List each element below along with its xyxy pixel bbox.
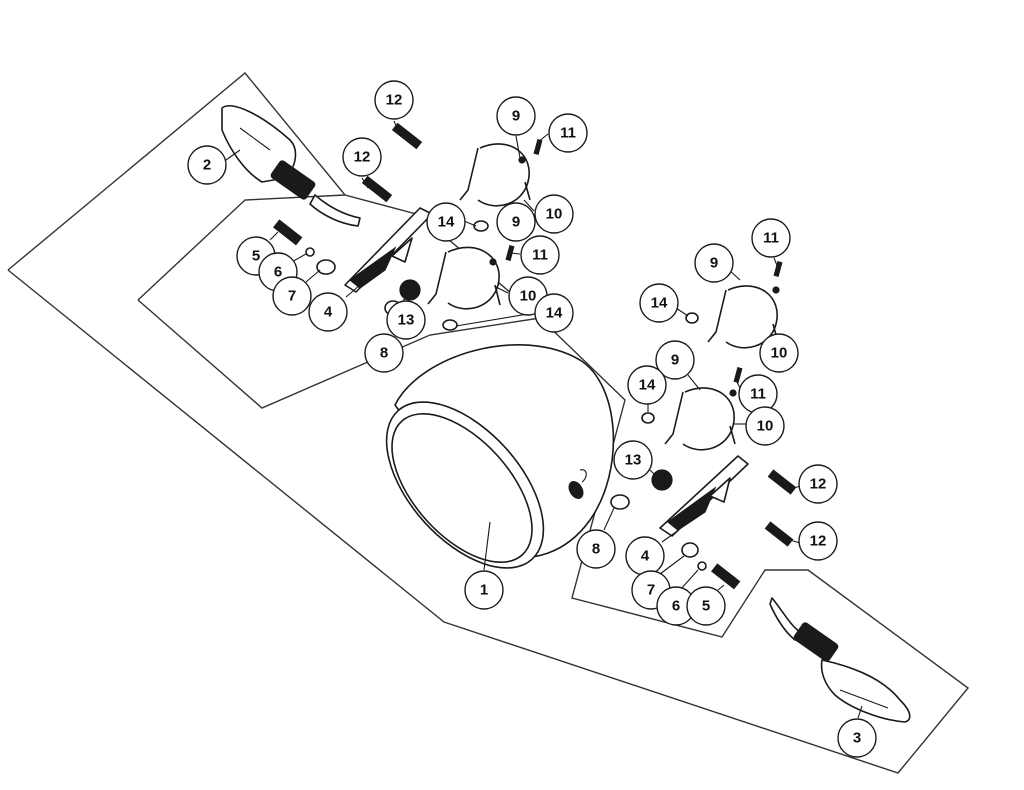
svg-text:5: 5 bbox=[252, 248, 260, 265]
svg-text:14: 14 bbox=[639, 377, 656, 394]
svg-text:13: 13 bbox=[625, 452, 642, 469]
callout-13: 13 bbox=[386, 300, 426, 340]
callout-13: 13 bbox=[613, 440, 653, 480]
small-hardware-group bbox=[305, 220, 707, 571]
svg-text:14: 14 bbox=[651, 295, 668, 312]
callout-14: 14 bbox=[639, 283, 679, 323]
callout-14: 14 bbox=[426, 202, 466, 242]
svg-text:11: 11 bbox=[560, 125, 576, 142]
callout-11: 11 bbox=[751, 218, 791, 258]
callout-8: 8 bbox=[576, 529, 616, 569]
assembly-outline bbox=[7, 72, 970, 774]
callout-9: 9 bbox=[694, 243, 734, 283]
bolts-group bbox=[273, 122, 797, 590]
svg-text:12: 12 bbox=[810, 533, 827, 550]
svg-text:4: 4 bbox=[324, 304, 333, 321]
callout-8: 8 bbox=[364, 333, 404, 373]
callout-10: 10 bbox=[745, 406, 785, 446]
callout-9: 9 bbox=[655, 340, 695, 380]
bracket-right-part bbox=[659, 455, 749, 537]
left-indicator-part bbox=[221, 105, 361, 227]
callout-4: 4 bbox=[308, 292, 348, 332]
callout-7: 7 bbox=[272, 276, 312, 316]
svg-text:5: 5 bbox=[702, 598, 710, 615]
callout-12: 12 bbox=[342, 137, 382, 177]
svg-text:9: 9 bbox=[671, 352, 679, 369]
svg-text:13: 13 bbox=[398, 312, 415, 329]
svg-text:9: 9 bbox=[512, 214, 520, 231]
bracket-left-part bbox=[344, 207, 433, 293]
svg-text:4: 4 bbox=[641, 548, 650, 565]
headlight-part bbox=[385, 344, 615, 569]
callout-11: 11 bbox=[520, 235, 560, 275]
callout-11: 11 bbox=[738, 374, 778, 414]
svg-text:10: 10 bbox=[520, 288, 537, 305]
svg-text:14: 14 bbox=[546, 305, 563, 322]
callout-1: 1 bbox=[464, 570, 504, 610]
svg-text:12: 12 bbox=[810, 476, 827, 493]
svg-text:12: 12 bbox=[386, 92, 403, 109]
clamp-upper-right-part bbox=[707, 285, 780, 349]
svg-text:10: 10 bbox=[771, 345, 788, 362]
svg-text:9: 9 bbox=[710, 255, 718, 272]
clamp-lower-right-part bbox=[664, 387, 737, 451]
callout-9: 9 bbox=[496, 96, 536, 136]
callout-4: 4 bbox=[625, 536, 665, 576]
svg-text:6: 6 bbox=[274, 264, 282, 281]
callout-14: 14 bbox=[627, 365, 667, 405]
svg-text:9: 9 bbox=[512, 108, 520, 125]
clamp-lower-left-part bbox=[427, 246, 501, 310]
svg-text:8: 8 bbox=[592, 541, 600, 558]
callout-10: 10 bbox=[534, 194, 574, 234]
callout-labels: 12 12 9 11 2 10 14 9 11 5 6 7 4 13 10 14… bbox=[187, 80, 877, 758]
svg-text:7: 7 bbox=[288, 288, 296, 305]
clamp-upper-left-part bbox=[459, 143, 531, 207]
svg-text:14: 14 bbox=[438, 214, 455, 231]
svg-text:3: 3 bbox=[853, 730, 861, 747]
svg-text:6: 6 bbox=[672, 598, 680, 615]
callout-2: 2 bbox=[187, 145, 227, 185]
svg-text:11: 11 bbox=[532, 247, 548, 264]
svg-text:1: 1 bbox=[480, 582, 488, 599]
svg-text:10: 10 bbox=[546, 206, 563, 223]
right-indicator-part bbox=[769, 597, 911, 723]
svg-text:12: 12 bbox=[354, 149, 371, 166]
svg-text:11: 11 bbox=[763, 230, 779, 247]
svg-text:7: 7 bbox=[647, 582, 655, 599]
svg-text:10: 10 bbox=[757, 418, 774, 435]
callout-14: 14 bbox=[534, 293, 574, 333]
callout-11: 11 bbox=[548, 113, 588, 153]
callout-12: 12 bbox=[798, 464, 838, 504]
svg-text:8: 8 bbox=[380, 345, 388, 362]
callout-12: 12 bbox=[798, 521, 838, 561]
callout-9: 9 bbox=[496, 202, 536, 242]
svg-text:2: 2 bbox=[203, 157, 211, 174]
callout-3: 3 bbox=[837, 718, 877, 758]
callout-5: 5 bbox=[686, 586, 726, 626]
svg-text:11: 11 bbox=[750, 386, 766, 403]
callout-12: 12 bbox=[374, 80, 414, 120]
callout-10: 10 bbox=[759, 333, 799, 373]
